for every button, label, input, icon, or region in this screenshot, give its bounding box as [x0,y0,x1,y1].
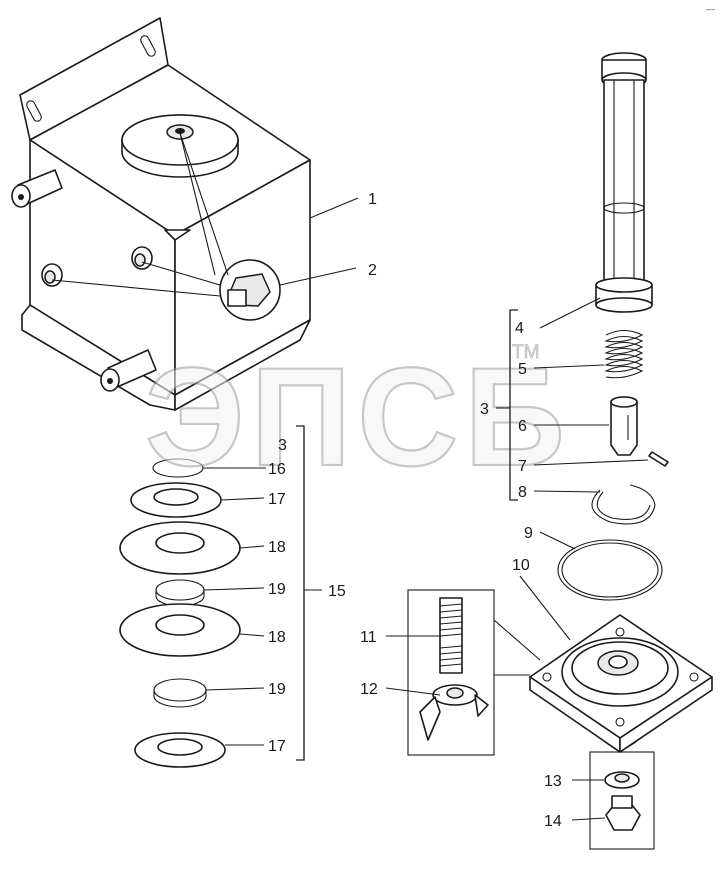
seal-stack [119,458,241,768]
callout-4: 4 [515,320,524,337]
sight-glass [595,52,653,313]
callout-3-right: 3 [480,401,489,418]
callout-1: 1 [368,191,377,208]
o-ring [557,539,663,601]
tank-fitting-upper [11,169,63,208]
stud-wingnut-group [407,589,541,756]
callout-7: 7 [518,458,527,475]
leaders [203,197,649,821]
callout-6: 6 [518,418,527,435]
callout-18-upper: 18 [268,539,286,556]
callout-2: 2 [368,262,377,279]
callout-12: 12 [360,681,378,698]
spring [604,329,644,379]
callout-11: 11 [360,629,377,646]
callouts: 1 2 4 5 3 6 7 8 9 10 11 12 13 14 3 16 17… [268,4,715,830]
callout-10: 10 [512,557,530,574]
callout-17-upper: 17 [268,491,286,508]
flange-base [529,614,713,753]
watermark-text: ЭПСБ [145,338,571,495]
plunger [610,396,638,456]
callout-14: 14 [544,813,562,830]
callout-5: 5 [518,361,527,378]
washer-nut-group [589,741,655,850]
tank-assembly [11,17,311,411]
callout-15: 15 [328,583,346,600]
watermark-tm: TM [512,342,539,363]
callout-16: 16 [268,461,286,478]
callout-13: 13 [544,773,562,790]
tank-fitting-lower [100,349,157,392]
corner-mark: — [706,4,715,14]
pin [648,451,669,467]
callout-3-left: 3 [278,437,287,454]
callout-8: 8 [518,484,527,501]
callout-9: 9 [524,525,533,542]
callout-18-lower: 18 [268,629,286,646]
watermark: ЭПСБ TM [144,337,571,496]
snap-ring [591,484,656,525]
callout-17-lower: 17 [268,738,286,755]
callout-19-upper: 19 [268,581,286,598]
callout-19-lower: 19 [268,681,286,698]
